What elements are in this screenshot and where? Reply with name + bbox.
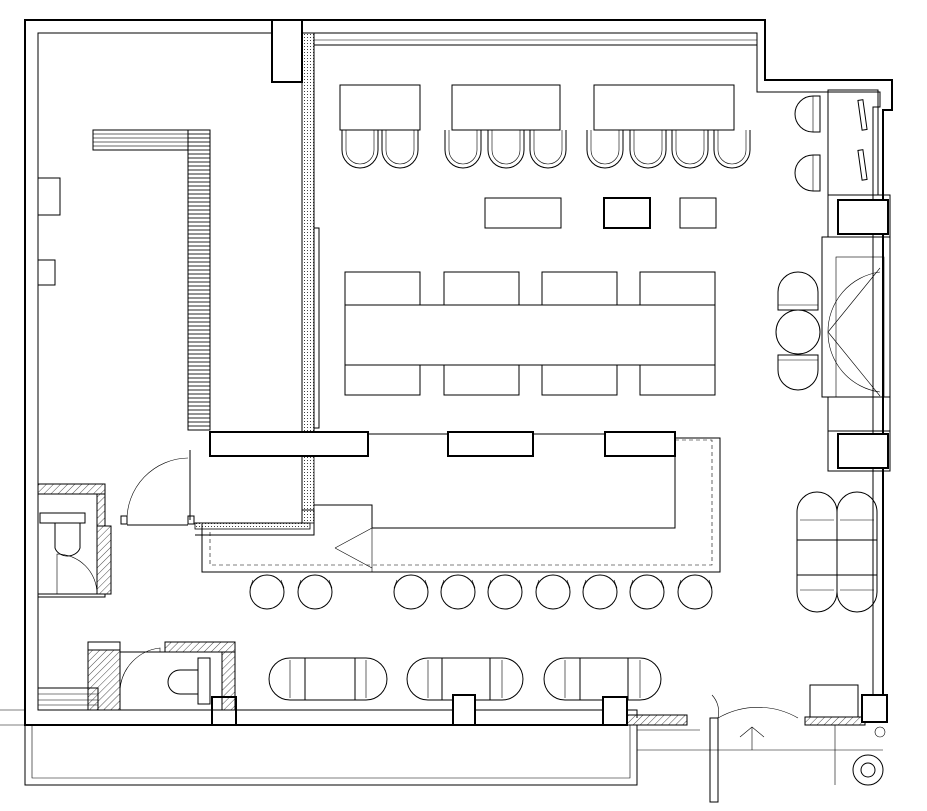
partition-wall: [120, 19, 320, 536]
bar-stool: [629, 574, 665, 610]
chair: [713, 130, 751, 169]
bar-stools: [249, 574, 713, 610]
communal-table: [344, 271, 716, 396]
bar-counter: [201, 431, 721, 573]
chair: [529, 130, 567, 169]
top-window: [314, 39, 757, 46]
exterior-walls: [0, 19, 893, 786]
bar-stool: [677, 574, 713, 610]
chair: [586, 130, 624, 169]
bar-stool: [535, 574, 571, 610]
kitchen-counter: [92, 129, 211, 431]
east-seating: [775, 95, 878, 613]
host-stand: [804, 684, 888, 786]
columns-south: [211, 694, 688, 726]
east-wall: [821, 89, 891, 472]
chair: [381, 130, 419, 169]
bar-stool: [393, 574, 429, 610]
bar-stool: [440, 574, 476, 610]
chair: [487, 130, 525, 169]
chair: [341, 130, 379, 169]
chair: [444, 130, 482, 169]
bar-stool: [582, 574, 618, 610]
bar-stool: [297, 574, 333, 610]
chair: [671, 130, 709, 169]
bar-stool: [487, 574, 523, 610]
restrooms: [37, 483, 236, 711]
side-tables: [484, 197, 717, 229]
booth-row-top: [339, 84, 735, 131]
bar-stool: [249, 574, 285, 610]
top-chairs: [341, 130, 751, 169]
chair: [629, 130, 667, 169]
booth-row-bottom: [268, 657, 662, 701]
entrance-door: [709, 694, 799, 803]
